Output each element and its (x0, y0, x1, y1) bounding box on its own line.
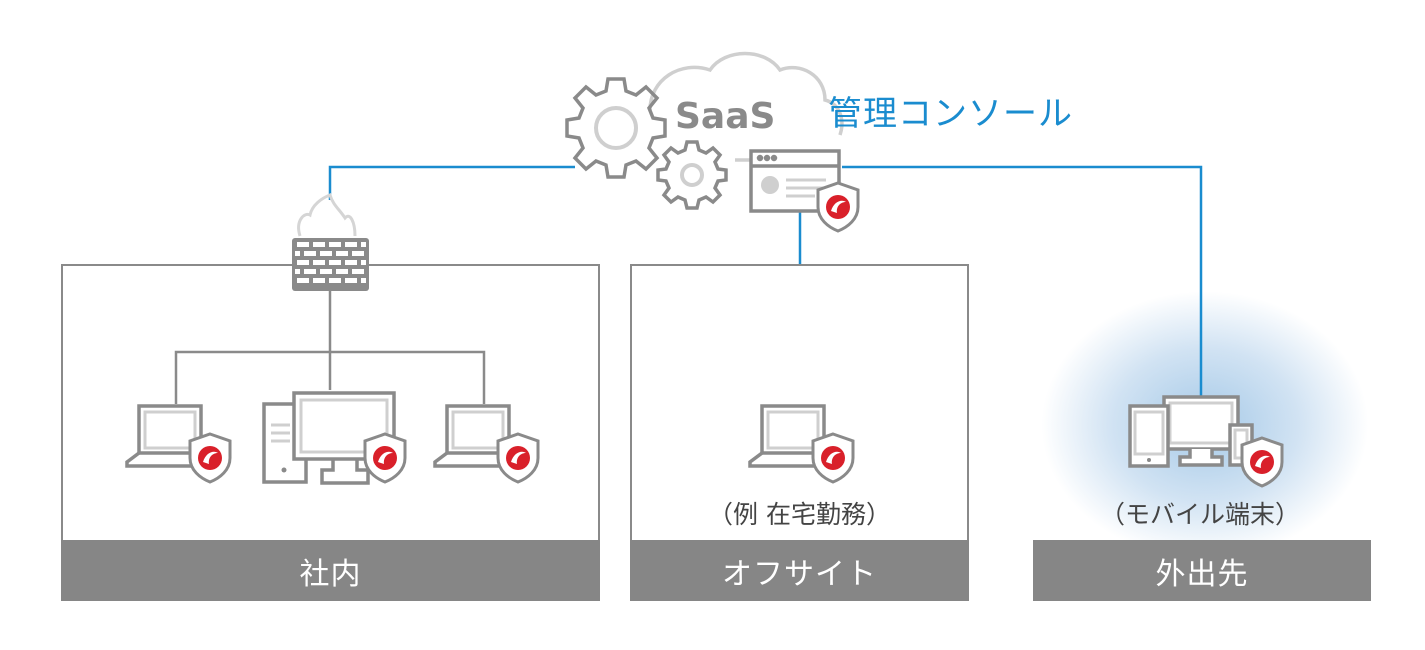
laptop-icon (433, 404, 511, 468)
link-to-outside (842, 165, 1203, 402)
security-shield-icon (816, 181, 860, 233)
cloud-icon (648, 51, 844, 136)
security-shield-icon (1240, 436, 1284, 488)
zone-internal-label: 社内 (61, 540, 600, 601)
gear-icon (656, 140, 728, 210)
firewall-icon (292, 193, 369, 291)
lan-lines (174, 291, 486, 404)
zone-outside-label: 外出先 (1033, 540, 1371, 601)
multi-device-icon (1128, 395, 1254, 468)
outside-example-label: （モバイル端末） (1099, 500, 1300, 529)
offsite-example-label: （例 在宅勤務） (708, 500, 891, 529)
laptop-icon (125, 404, 203, 468)
laptop-icon (748, 404, 826, 468)
security-shield-icon (188, 432, 232, 484)
saas-label: SaaS (675, 96, 776, 137)
security-shield-icon (496, 432, 540, 484)
gear-icon (565, 77, 667, 179)
security-shield-icon (363, 432, 407, 484)
network-links (328, 165, 1203, 402)
zone-offsite-label: オフサイト (630, 540, 969, 601)
management-console-title: 管理コンソール (828, 94, 1073, 134)
link-to-internal (328, 165, 575, 200)
security-shield-icon (811, 432, 855, 484)
